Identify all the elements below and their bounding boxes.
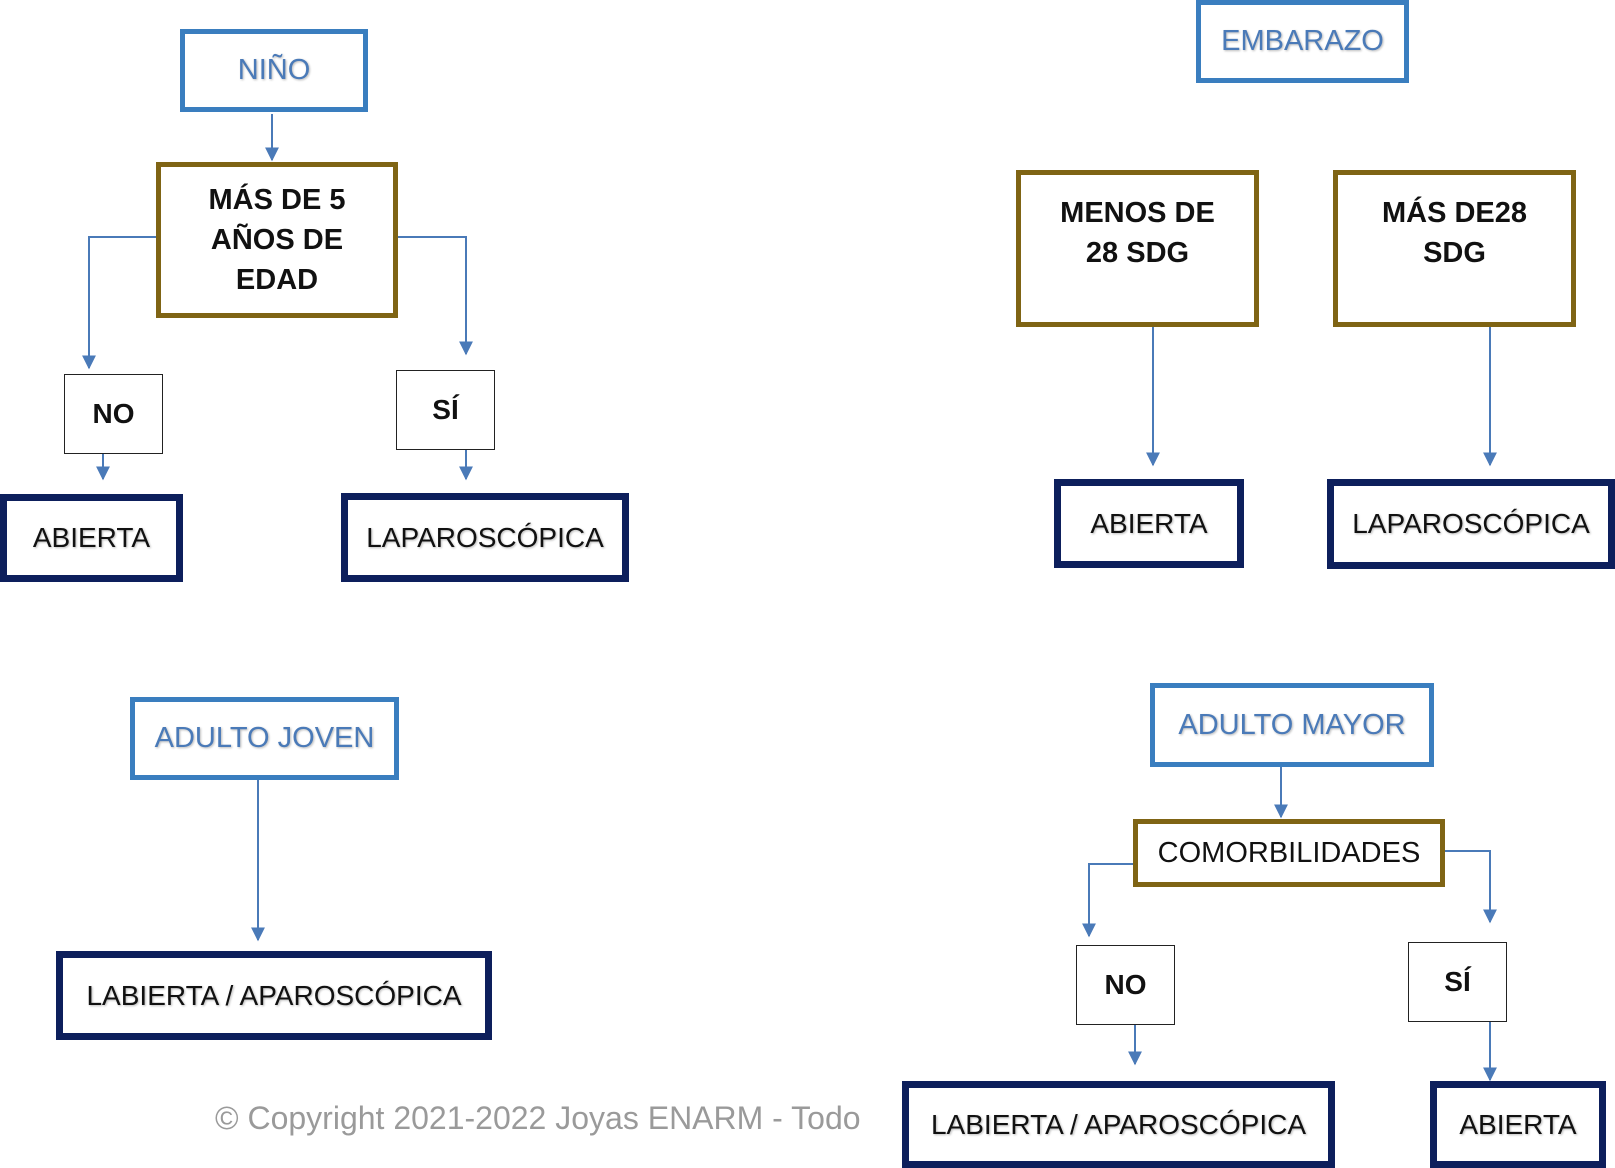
embarazo-category-box: EMBARAZO [1196, 0, 1409, 83]
nino-result-si-box: LAPAROSCÓPICA [341, 493, 629, 582]
nino-no-label: NO [92, 398, 135, 429]
arrow-nino-question-to-si [398, 236, 473, 356]
adulto-mayor-question-box: COMORBILIDADES [1133, 819, 1445, 887]
adulto-joven-category-box: ADULTO JOVEN [130, 697, 399, 780]
nino-result-no-box: ABIERTA [0, 494, 183, 582]
adulto-joven-title: ADULTO JOVEN [154, 722, 375, 754]
adulto-mayor-no-label: NO [1104, 969, 1147, 1000]
embarazo-option-1-box: MENOS DE 28 SDG [1016, 170, 1259, 327]
nino-result-no-text: ABIERTA [32, 522, 151, 553]
adulto-mayor-category-box: ADULTO MAYOR [1150, 683, 1434, 767]
embarazo-option-1-text: MENOS DE 28 SDG [1060, 197, 1215, 269]
copyright-footer: © Copyright 2021-2022 Joyas ENARM - Todo [215, 1100, 861, 1136]
nino-category-box: NIÑO [180, 29, 368, 112]
adulto-mayor-si-box: SÍ [1408, 942, 1507, 1022]
adulto-mayor-si-label: SÍ [1444, 966, 1471, 997]
embarazo-option-2-box: MÁS DE28 SDG [1333, 170, 1576, 327]
embarazo-result-2-box: LAPAROSCÓPICA [1327, 479, 1615, 569]
adulto-joven-result-text: LABIERTA / APAROSCÓPICA [86, 979, 462, 1011]
adulto-mayor-title: ADULTO MAYOR [1178, 708, 1406, 741]
adulto-mayor-result-si-text: ABIERTA [1459, 1108, 1577, 1140]
nino-si-box: SÍ [396, 370, 495, 450]
adulto-mayor-result-no-text: LABIERTA / APAROSCÓPICA [930, 1108, 1307, 1140]
nino-si-label: SÍ [432, 394, 459, 425]
adulto-mayor-result-no-box: LABIERTA / APAROSCÓPICA [902, 1081, 1335, 1168]
nino-no-box: NO [64, 374, 163, 454]
nino-title: NIÑO [237, 54, 311, 86]
embarazo-result-1-text: ABIERTA [1090, 507, 1208, 539]
arrow-adulto-mayor-question-to-no [1082, 863, 1133, 938]
embarazo-title: EMBARAZO [1221, 25, 1384, 57]
arrow-nino-question-to-no [82, 236, 156, 370]
nino-question-text: MÁS DE 5 AÑOS DE EDAD [208, 184, 346, 296]
embarazo-result-2-text: LAPAROSCÓPICA [1352, 508, 1590, 539]
adulto-mayor-question-text: COMORBILIDADES [1157, 837, 1421, 869]
nino-result-si-text: LAPAROSCÓPICA [366, 521, 604, 553]
embarazo-option-2-text: MÁS DE28 SDG [1381, 197, 1528, 269]
adulto-mayor-no-box: NO [1076, 945, 1175, 1025]
adulto-joven-result-box: LABIERTA / APAROSCÓPICA [56, 951, 492, 1040]
embarazo-result-1-box: ABIERTA [1054, 479, 1244, 568]
adulto-mayor-result-si-box: ABIERTA [1430, 1081, 1606, 1168]
nino-question-box: MÁS DE 5 AÑOS DE EDAD [156, 162, 398, 318]
arrow-adulto-mayor-question-to-si [1440, 850, 1497, 924]
